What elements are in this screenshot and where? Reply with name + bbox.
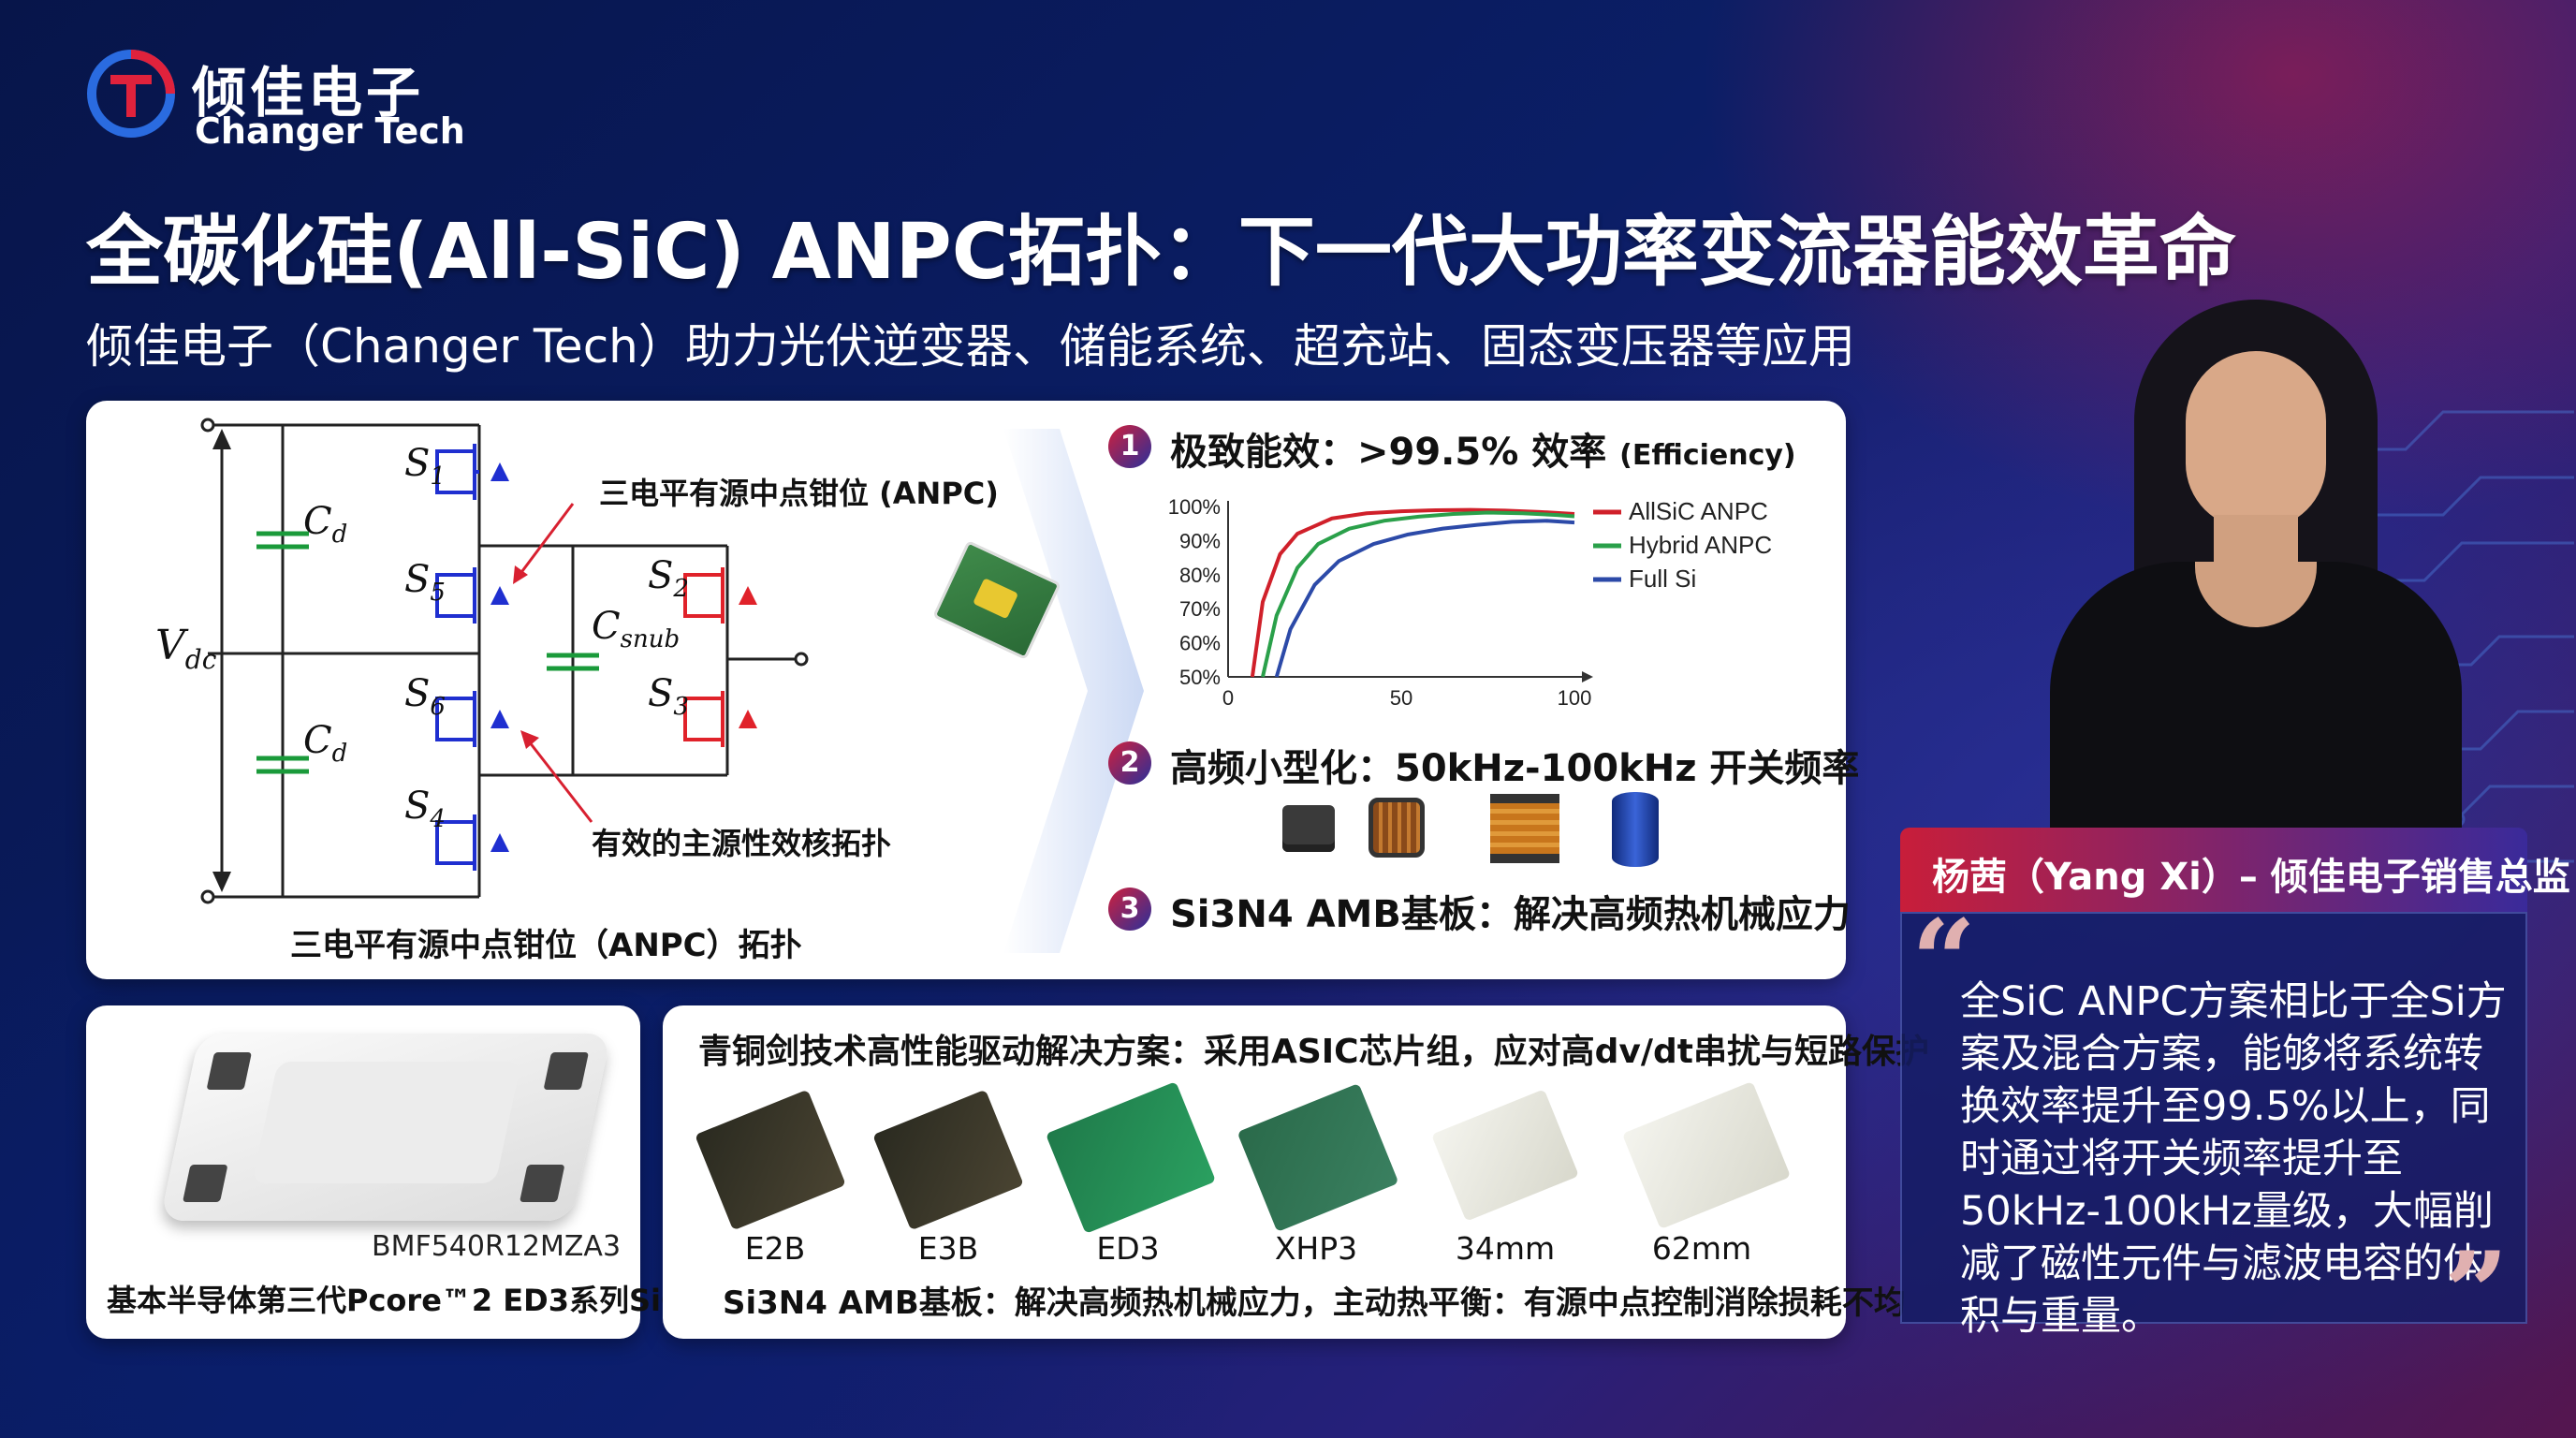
driver-label: E2B: [744, 1230, 806, 1267]
legend-label: Hybrid ANPC: [1629, 531, 1772, 559]
speaker-name-banner: 杨茜（Yang Xi）– 倾佳电子销售总监: [1900, 828, 2570, 912]
driver-solutions-panel: 青铜剑技术高性能驱动解决方案：采用ASIC芯片组，应对高dv/dt串扰与短路保护…: [663, 1005, 1929, 1339]
legend-label: AllSiC ANPC: [1629, 497, 1768, 525]
feature-number-badge: 2: [1108, 741, 1151, 785]
series-line-allsic-anpc: [1250, 507, 1575, 678]
effective-topology-callout-text: 有效的主源性效核拓扑: [592, 826, 892, 861]
y-tick-label: 70%: [1179, 597, 1221, 621]
driver-board-xhp3-image: [1237, 1082, 1399, 1233]
driver-label: 34mm: [1455, 1230, 1556, 1267]
module-part-number: BMF540R12MZA3: [372, 1230, 622, 1263]
x-axis-arrow: [1582, 671, 1593, 682]
series-line-full-si: [1274, 519, 1575, 678]
cd-top-label: Cd: [303, 500, 348, 549]
vdc-label: Vdc: [155, 622, 217, 675]
driver-footer: Si3N4 AMB基板：解决高频热机械应力，主动热平衡：有源中点控制消除损耗不均: [723, 1284, 1906, 1322]
driver-board-e3b-image: [872, 1089, 1024, 1231]
series-line-hybrid-anpc: [1261, 510, 1575, 678]
driver-label: XHP3: [1274, 1230, 1358, 1267]
driver-board-ed3-image: [1045, 1081, 1217, 1234]
x-tick-label: 100: [1558, 686, 1592, 710]
y-tick-label: 80%: [1179, 564, 1221, 587]
driver-module-62mm-image: [1621, 1080, 1792, 1230]
y-tick-label: 100%: [1168, 495, 1221, 519]
cd-bottom-label: Cd: [303, 719, 348, 768]
s3-label: S3: [648, 672, 689, 721]
feature-number-badge: 3: [1108, 888, 1151, 931]
feature-substrate-title: Si3N4 AMB基板：解决高频热机械应力: [1170, 893, 1851, 936]
efficiency-chart: 100% 90% 80% 70% 60% 50%0 50 100 AllSiC ANPC Hybr…: [1168, 495, 1772, 710]
s2-label: S2: [648, 554, 689, 603]
feature-efficiency-title: 极致能效：>99.5% 效率 (Efficiency): [1170, 431, 1796, 474]
y-tick-label: 60%: [1179, 632, 1221, 655]
csnub-label: Csnub: [592, 605, 681, 653]
page-subtitle: 倾佳电子（Changer Tech）助力光伏逆变器、储能系统、超充站、固态变压器…: [86, 319, 1855, 374]
y-tick-label: 90%: [1179, 529, 1221, 552]
driver-board-e2b-image: [695, 1089, 846, 1231]
company-logo: [84, 47, 178, 140]
speaker-photo: [2012, 300, 2499, 843]
circuit-caption: 三电平有源中点钳位（ANPC）拓扑: [290, 927, 802, 964]
quote-close-mark: ”: [2443, 1227, 2509, 1359]
x-tick-label: 0: [1222, 686, 1234, 710]
logo-mark-icon: [87, 50, 175, 138]
driver-label: 62mm: [1651, 1230, 1752, 1267]
logo-english-name: Changer Tech: [195, 110, 465, 152]
speaker-quote-text: 全SiC ANPC方案相比于全Si方案及混合方案，能够将系统转换效率提升至99.…: [1960, 978, 2507, 1340]
page-title: 全碳化硅(All-SiC) ANPC拓扑：下一代大功率变流器能效革命: [86, 208, 2236, 297]
driver-heading: 青铜剑技术高性能驱动解决方案：采用ASIC芯片组，应对高dv/dt串扰与短路保护: [698, 1033, 1929, 1071]
y-tick-label: 50%: [1179, 666, 1221, 689]
s6-label: S6: [404, 672, 446, 721]
module-caption: 基本半导体第三代Pcore™2 ED3系列SiC模块: [107, 1283, 743, 1318]
anpc-callout-text: 三电平有源中点钳位 (ANPC): [599, 476, 999, 511]
s4-label: S4: [404, 785, 446, 833]
transformer-icon: [1490, 794, 1559, 863]
sic-module-panel: BMF540R12MZA3 基本半导体第三代Pcore™2 ED3系列SiC模块: [86, 1005, 743, 1339]
inductor-coil-icon: [1368, 798, 1425, 858]
inductor-small-icon: [1282, 805, 1335, 852]
driver-label: E3B: [917, 1230, 979, 1267]
speaker-name: 杨茜（Yang Xi）– 倾佳电子销售总监: [1932, 856, 2570, 899]
feature-number-badge: 1: [1108, 425, 1151, 468]
feature-high-frequency-title: 高频小型化：50kHz-100kHz 开关频率: [1170, 747, 1860, 790]
driver-module-34mm-image: [1431, 1089, 1579, 1222]
speaker-quote-box: “ 全SiC ANPC方案相比于全Si方案及混合方案，能够将系统转换效率提升至9…: [1900, 895, 2527, 1359]
section-divider-shape: [1003, 429, 1144, 953]
legend-label: Full Si: [1629, 565, 1696, 593]
driver-label: ED3: [1096, 1230, 1160, 1267]
anpc-circuit-diagram: [200, 418, 809, 904]
s1-label: S1: [404, 442, 446, 491]
capacitor-icon: [1612, 792, 1659, 867]
topology-panel: Vdc Cd Cd Csnub S1 S5 S6 S4 S2 S3 三电平有源中…: [86, 401, 1859, 979]
logo-chinese-name: 倾佳电子: [192, 61, 425, 125]
s5-label: S5: [404, 558, 446, 607]
sic-module-image: [159, 1034, 612, 1221]
quote-open-mark: “: [1911, 895, 1977, 1027]
x-tick-label: 50: [1390, 686, 1412, 710]
